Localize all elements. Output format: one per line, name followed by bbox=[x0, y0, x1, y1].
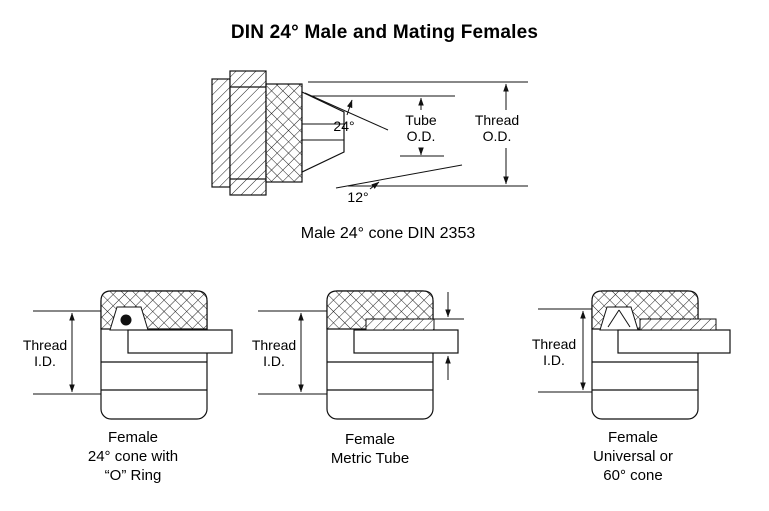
female-caption-1: Female 24° cone with “O” Ring bbox=[87, 429, 179, 484]
male-dimension-lines bbox=[304, 81, 528, 190]
male-fitting-drawing bbox=[211, 70, 345, 196]
thread-id-label-2: Thread I.D. bbox=[251, 337, 297, 369]
thread-od-label: Thread O.D. bbox=[474, 112, 520, 144]
thread-id-label-3: Thread I.D. bbox=[531, 336, 577, 368]
o-ring bbox=[120, 314, 132, 326]
angle-12-label: 12° bbox=[347, 189, 369, 205]
female-fitting-2-drawing bbox=[258, 290, 464, 420]
male-figure-caption: Male 24° cone DIN 2353 bbox=[300, 225, 476, 242]
female-caption-2: Female Metric Tube bbox=[330, 431, 410, 467]
female-caption-3: Female Universal or 60° cone bbox=[592, 429, 674, 484]
female-fitting-3-drawing bbox=[538, 290, 731, 420]
angle-24-label: 24° bbox=[333, 118, 355, 134]
tube-od-label: Tube O.D. bbox=[405, 112, 437, 144]
female-fitting-1-drawing bbox=[33, 290, 233, 420]
page-title: DIN 24° Male and Mating Females bbox=[230, 22, 539, 43]
thread-id-label-1: Thread I.D. bbox=[22, 337, 68, 369]
